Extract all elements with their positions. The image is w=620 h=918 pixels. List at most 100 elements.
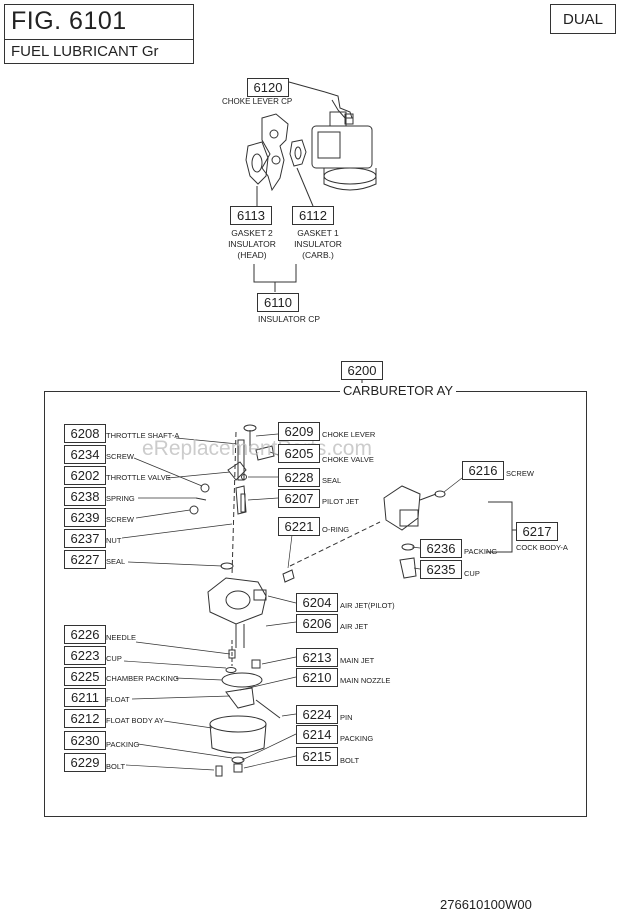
part-6112-name: GASKET 1 INSULATOR (CARB.) [282, 228, 354, 261]
part-6215-name: BOLT [340, 756, 360, 765]
part-6212-name: FLOAT BODY AY [106, 716, 164, 725]
part-6206-name: AIR JET [340, 622, 368, 631]
model-badge: DUAL [550, 4, 616, 34]
part-6120-number[interactable]: 6120 [247, 78, 289, 97]
part-6113-name-line1: GASKET 2 [231, 228, 273, 238]
right-leader-lines [411, 477, 463, 570]
part-6212-number[interactable]: 6212 [64, 709, 106, 728]
part-6210-number[interactable]: 6210 [296, 668, 338, 687]
part-6234-number[interactable]: 6234 [64, 445, 106, 464]
part-6112-name-line3: (CARB.) [302, 250, 334, 260]
part-6211-number[interactable]: 6211 [64, 688, 106, 707]
left-leader-lines [121, 437, 239, 771]
choke-lever-cp-drawing [288, 81, 354, 125]
part-6113-number[interactable]: 6113 [230, 206, 272, 225]
part-6235-name: CUP [464, 569, 480, 578]
part-6238-number[interactable]: 6238 [64, 487, 106, 506]
figure-title: FIG. 6101 [11, 7, 127, 35]
o-ring-guide [289, 521, 381, 567]
part-6221-number[interactable]: 6221 [278, 517, 320, 536]
packing-6214-drawing [231, 756, 245, 764]
figure-subtitle: FUEL LUBRICANT Gr [11, 43, 159, 60]
part-6238-name: SPRING [106, 494, 135, 503]
part-6239-number[interactable]: 6239 [64, 508, 106, 527]
part-6237-number[interactable]: 6237 [64, 529, 106, 548]
float-bowl-drawing [209, 715, 267, 754]
part-6225-name: CHAMBER PACKING [106, 674, 179, 683]
part-6207-name: PILOT JET [322, 497, 359, 506]
o-ring-drawing [282, 569, 295, 583]
part-6223-number[interactable]: 6223 [64, 646, 106, 665]
part-6216-number[interactable]: 6216 [462, 461, 504, 480]
part-6229-number[interactable]: 6229 [64, 753, 106, 772]
part-6235-number[interactable]: 6235 [420, 560, 462, 579]
part-6209-number[interactable]: 6209 [278, 422, 320, 441]
bracket-6217 [486, 501, 513, 553]
carb-body-drawing [207, 577, 267, 648]
part-6229-name: BOLT [106, 762, 126, 771]
seal-6228-drawing [241, 474, 247, 480]
part-6113-name-line2: INSULATOR [228, 239, 276, 249]
pilot-jet-drawing [240, 493, 246, 513]
part-6217-name: COCK BODY-A [516, 543, 568, 552]
choke-lever-drawing [243, 424, 275, 461]
bolt-6229-drawing [215, 765, 223, 777]
document-number: 276610100W00 [440, 897, 532, 912]
part-6234-name: SCREW [106, 452, 134, 461]
throttle-shaft-drawing [189, 431, 247, 577]
figure-header-box: FIG. 6101 FUEL LUBRICANT Gr [4, 4, 194, 64]
part-6224-name: PIN [340, 713, 353, 722]
part-6228-name: SEAL [322, 476, 342, 485]
leader-6112 [296, 167, 314, 207]
part-6223-name: CUP [106, 654, 122, 663]
part-6110-name: INSULATOR CP [258, 314, 321, 324]
part-6227-name: SEAL [106, 557, 126, 566]
carb-assembly-frame [44, 391, 587, 817]
gasket-2-drawing [245, 141, 269, 185]
part-6230-number[interactable]: 6230 [64, 731, 106, 750]
part-6110-number[interactable]: 6110 [257, 293, 299, 312]
part-6204-name: AIR JET(PILOT) [340, 601, 395, 610]
part-6227-number[interactable]: 6227 [64, 550, 106, 569]
part-6214-name: PACKING [340, 734, 374, 743]
part-6239-name: SCREW [106, 515, 134, 524]
part-6225-number[interactable]: 6225 [64, 667, 106, 686]
part-6205-name: CHOKE VALVE [322, 455, 374, 464]
part-6226-name: NEEDLE [106, 633, 137, 642]
carb-assembly-number[interactable]: 6200 [341, 361, 383, 380]
insulator-plate-drawing [261, 113, 289, 192]
part-6204-number[interactable]: 6204 [296, 593, 338, 612]
part-6213-name: MAIN JET [340, 656, 375, 665]
part-6202-number[interactable]: 6202 [64, 466, 106, 485]
part-6112-number[interactable]: 6112 [292, 206, 334, 225]
part-6221-name: O-RING [322, 525, 350, 534]
part-6213-number[interactable]: 6213 [296, 648, 338, 667]
part-6113-name: GASKET 2 INSULATOR (HEAD) [216, 228, 288, 261]
part-6112-name-line1: GASKET 1 [297, 228, 339, 238]
part-6112-name-line2: INSULATOR [294, 239, 342, 249]
part-6205-number[interactable]: 6205 [278, 444, 320, 463]
part-6236-number[interactable]: 6236 [420, 539, 462, 558]
part-6230-name: PACKING [106, 740, 140, 749]
part-6224-number[interactable]: 6224 [296, 705, 338, 724]
part-6228-number[interactable]: 6228 [278, 468, 320, 487]
part-6214-number[interactable]: 6214 [296, 725, 338, 744]
bolt-6215-drawing [233, 763, 243, 773]
part-6209-name: CHOKE LEVER [322, 430, 376, 439]
part-6207-number[interactable]: 6207 [278, 489, 320, 508]
part-6217-number[interactable]: 6217 [516, 522, 558, 541]
part-6208-number[interactable]: 6208 [64, 424, 106, 443]
pin-drawing [255, 699, 281, 719]
carb-silhouette-drawing [311, 111, 377, 191]
part-6237-name: NUT [106, 536, 122, 545]
part-6215-number[interactable]: 6215 [296, 747, 338, 766]
gasket-1-drawing [289, 139, 307, 167]
part-6236-name: PACKING [464, 547, 498, 556]
part-6216-name: SCREW [506, 469, 534, 478]
center-leader-lines [239, 433, 297, 769]
part-6226-number[interactable]: 6226 [64, 625, 106, 644]
header-divider [5, 39, 193, 40]
part-6206-number[interactable]: 6206 [296, 614, 338, 633]
part-6208-name: THROTTLE SHAFT-A [106, 431, 180, 440]
